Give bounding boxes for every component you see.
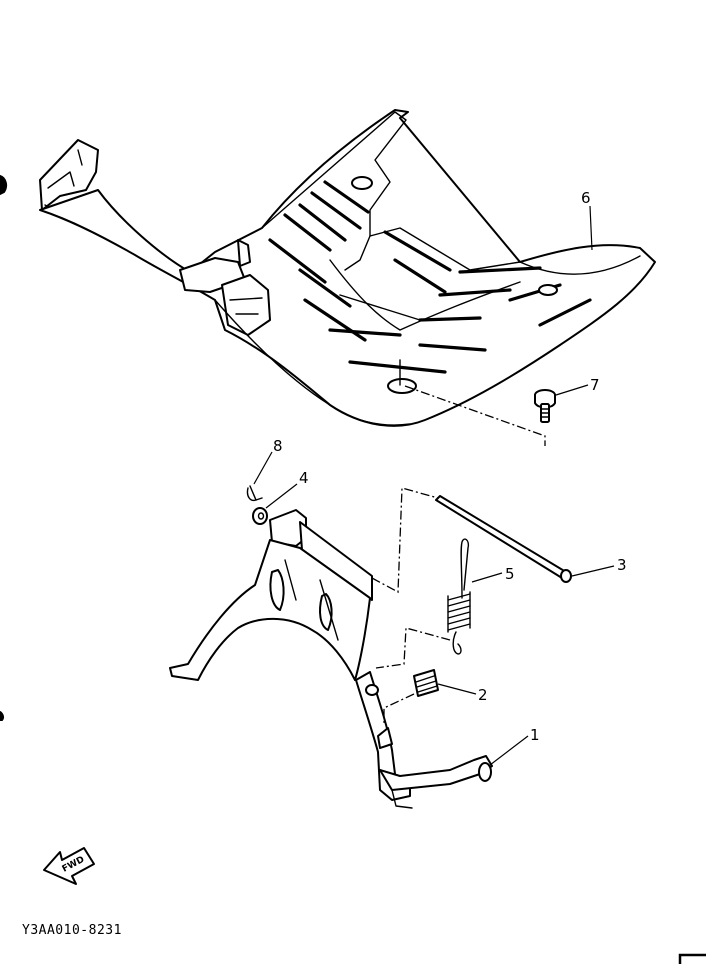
- assembly-line-spring: [375, 627, 451, 669]
- pivot-shaft-part: [435, 495, 572, 583]
- leader-line-8: [253, 451, 273, 485]
- return-spring-part: [447, 538, 471, 655]
- callout-1: 1: [530, 726, 540, 744]
- callout-7: 7: [590, 376, 600, 394]
- corner-mark: [678, 953, 706, 964]
- diagram-code: Y3AA010-8231: [22, 923, 122, 938]
- callout-6: 6: [581, 189, 591, 207]
- washer-part: [252, 507, 268, 525]
- assembly-line-bolt: [404, 385, 546, 446]
- callout-2: 2: [478, 686, 488, 704]
- callout-3: 3: [617, 556, 627, 574]
- stopper-rubber-part: [413, 669, 439, 697]
- leader-line-3: [571, 565, 615, 577]
- assembly-line-stopper: [383, 693, 415, 724]
- fwd-arrow-icon: FWD: [43, 847, 95, 885]
- leader-line-7: [555, 384, 589, 396]
- leader-line-5: [471, 572, 503, 583]
- edge-mark-top: [0, 175, 8, 195]
- assembly-line-shaft: [371, 487, 439, 594]
- leader-line-2: [437, 683, 477, 695]
- leader-line-6: [589, 205, 593, 251]
- cotter-pin-part: [246, 485, 263, 502]
- callout-4: 4: [299, 469, 309, 487]
- edge-mark-bottom: [0, 711, 5, 721]
- callout-5: 5: [505, 565, 515, 583]
- main-stand-part: [169, 509, 493, 809]
- bolt-part: [534, 389, 556, 423]
- leader-line-1: [489, 735, 529, 766]
- footrest-board-part: [39, 109, 656, 427]
- callout-8: 8: [273, 437, 283, 455]
- leader-line-4: [265, 483, 298, 509]
